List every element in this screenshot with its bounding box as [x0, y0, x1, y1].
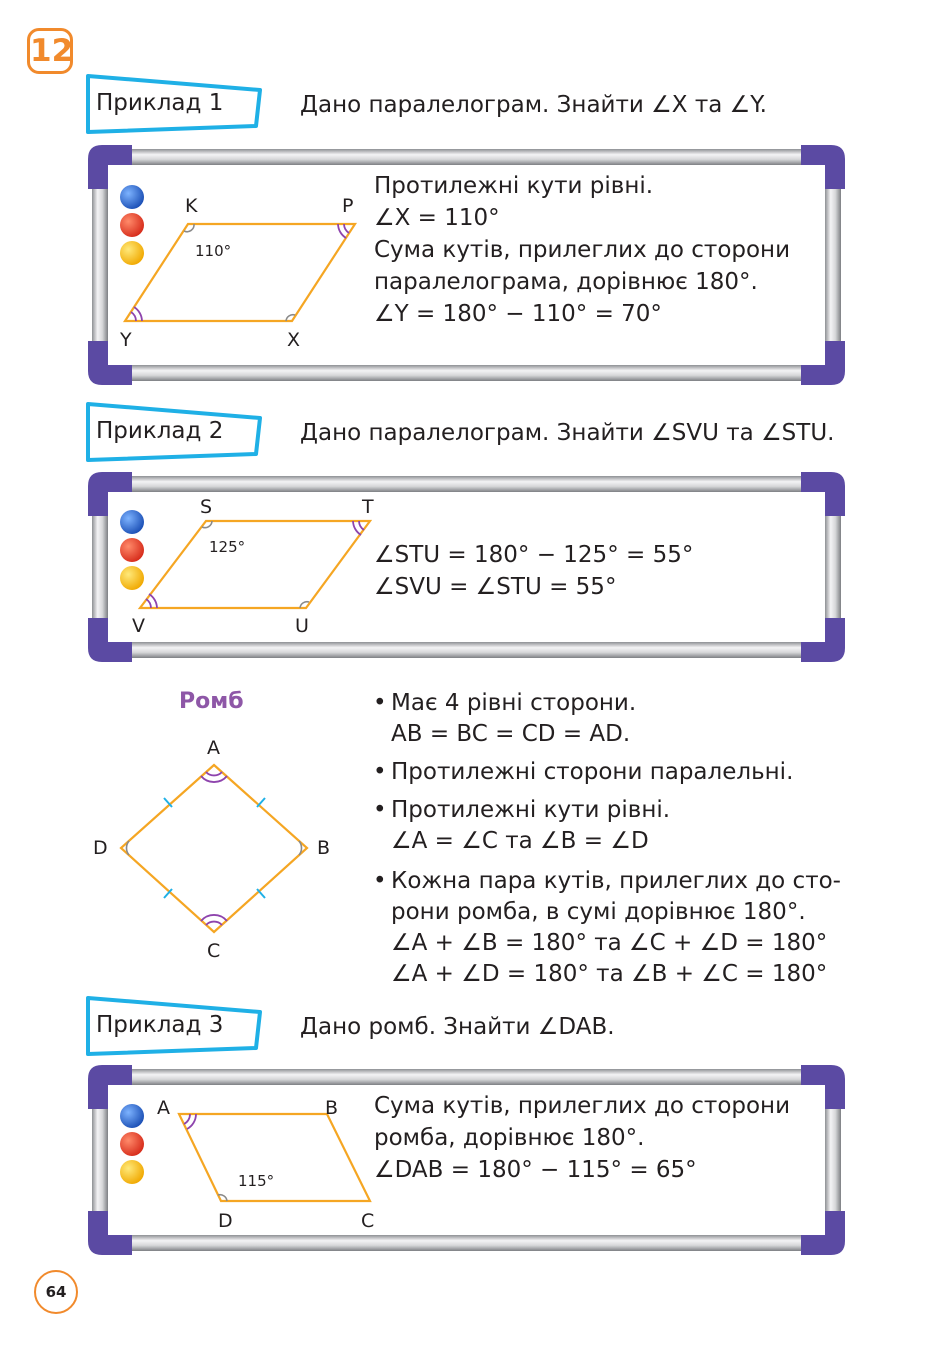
example-2-board: S T V U 125° ∠STU = 180° − 125° = 55° ∠S…	[88, 472, 845, 662]
solution-line: ∠DAB = 180° − 115° = 65°	[374, 1157, 697, 1183]
solution-line: Сума кутів, прилеглих до сторони	[374, 1093, 791, 1119]
property-item: • Протилежні кути рівні. ∠A = ∠C та ∠B =…	[373, 795, 853, 857]
rhombus-slanted-figure	[177, 1112, 372, 1203]
property-line: Кожна пара кутів, прилеглих до сто-	[391, 868, 841, 894]
example-2-task: Дано паралелограм. Знайти ∠SVU та ∠STU.	[300, 420, 835, 446]
parallelogram-figure	[122, 222, 358, 323]
status-dots	[120, 185, 144, 265]
example-1-task: Дано паралелограм. Знайти ∠X та ∠Y.	[300, 92, 767, 118]
vertex-label-b: B	[317, 837, 331, 859]
rhombus-figure	[119, 763, 309, 934]
vertex-label-y: Y	[120, 329, 132, 351]
vertex-label-a: A	[157, 1097, 170, 1119]
example-3-task: Дано ромб. Знайти ∠DAB.	[300, 1014, 615, 1040]
vertex-label-p: P	[342, 195, 354, 217]
solution-line: Протилежні кути рівні.	[374, 173, 654, 199]
property-line: Протилежні кути рівні.	[391, 797, 671, 823]
angle-value: 125°	[209, 538, 246, 556]
example-label: Приклад 3	[96, 1012, 224, 1038]
solution-line: Сума кутів, прилеглих до сторони	[374, 237, 791, 263]
vertex-label-d: D	[218, 1210, 233, 1232]
solution-line: ∠X = 110°	[374, 205, 500, 231]
bullet-dot: •	[373, 797, 387, 823]
solution-line: ∠Y = 180° − 110° = 70°	[374, 301, 662, 327]
vertex-label-k: K	[185, 195, 198, 217]
example-label: Приклад 2	[96, 418, 224, 444]
vertex-label-a: A	[207, 737, 220, 759]
tag-frame	[86, 402, 262, 462]
bullet-dot: •	[373, 759, 387, 785]
example-label: Приклад 1	[96, 90, 224, 116]
solution-line: паралелограма, дорівнює 180°.	[374, 269, 758, 295]
vertex-label-u: U	[295, 615, 309, 637]
property-line: Протилежні сторони паралельні.	[391, 759, 794, 785]
parallelogram-figure	[137, 519, 373, 610]
vertex-label-c: C	[361, 1210, 375, 1232]
page-number: 64	[34, 1270, 78, 1314]
property-item: • Має 4 рівні сторони. AB = BC = CD = AD…	[373, 688, 853, 750]
vertex-label-t: T	[362, 496, 374, 518]
vertex-label-v: V	[132, 615, 145, 637]
status-dots	[120, 510, 144, 590]
example-3-tag: Приклад 3	[84, 996, 264, 1058]
tag-frame	[86, 996, 262, 1056]
board-frame	[88, 472, 845, 662]
property-line: ∠A = ∠C та ∠B = ∠D	[391, 828, 649, 854]
vertex-label-d: D	[93, 837, 108, 859]
bullet-dot: •	[373, 868, 387, 894]
status-dots	[120, 1104, 144, 1184]
property-line: ∠A + ∠B = 180° та ∠C + ∠D = 180°	[391, 930, 828, 956]
angle-value: 115°	[238, 1172, 275, 1190]
vertex-label-b: B	[325, 1097, 339, 1119]
property-line: Має 4 рівні сторони.	[391, 690, 637, 716]
rhombus-title: Ромб	[179, 689, 244, 714]
example-1-tag: Приклад 1	[84, 74, 264, 136]
property-item: • Протилежні сторони паралельні.	[373, 757, 853, 788]
property-line: рони ромба, в сумі дорівнює 180°.	[391, 899, 806, 925]
property-line: AB = BC = CD = AD.	[391, 721, 631, 747]
example-2-tag: Приклад 2	[84, 402, 264, 464]
vertex-label-s: S	[200, 496, 213, 518]
solution-line: ромба, дорівнює 180°.	[374, 1125, 645, 1151]
solution-line: ∠STU = 180° − 125° = 55°	[374, 542, 694, 568]
example-1-board: K P Y X 110° Протилежні кути рівні. ∠X =…	[88, 145, 845, 385]
angle-value: 110°	[195, 242, 232, 260]
example-3-board: A B D C 115° Сума кутів, прилеглих до ст…	[88, 1065, 845, 1255]
bullet-dot: •	[373, 690, 387, 716]
property-line: ∠A + ∠D = 180° та ∠B + ∠C = 180°	[391, 961, 828, 987]
vertex-label-c: C	[207, 940, 221, 962]
board-frame	[88, 145, 845, 385]
chapter-badge: 12	[27, 28, 73, 74]
vertex-label-x: X	[287, 329, 301, 351]
solution-line: ∠SVU = ∠STU = 55°	[374, 574, 617, 600]
board-frame	[88, 1065, 845, 1255]
property-item: • Кожна пара кутів, прилеглих до сто- ро…	[373, 866, 853, 990]
tag-frame	[86, 74, 262, 134]
